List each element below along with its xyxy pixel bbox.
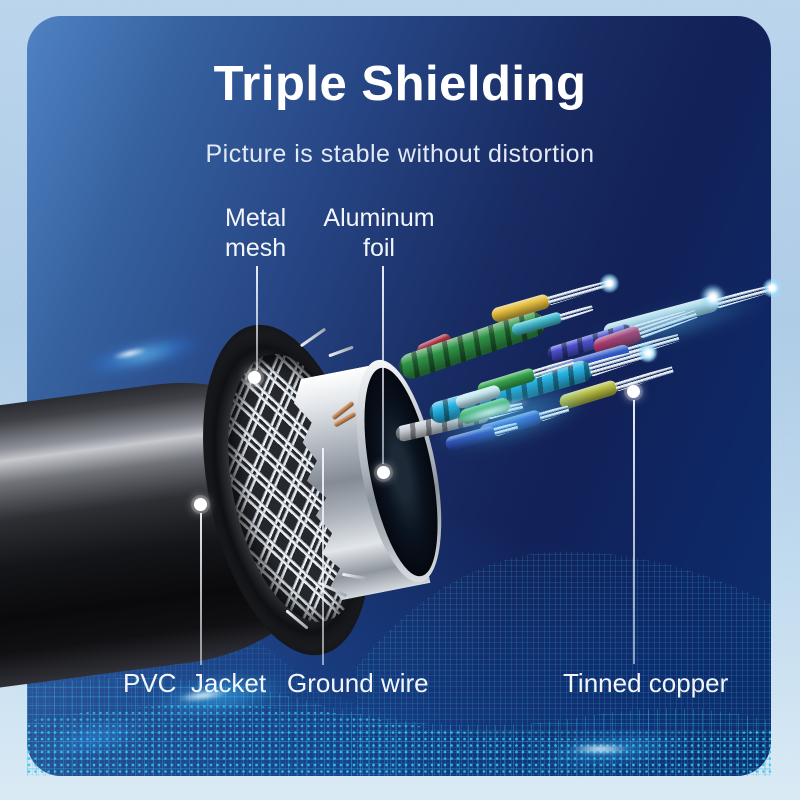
page-title: Triple Shielding xyxy=(213,57,587,111)
callout-label-aluminum-foil: Aluminum foil xyxy=(323,204,435,262)
callout-label-tinned-copper: Tinned copper xyxy=(563,668,729,698)
callout-dot-tinned-copper xyxy=(627,385,640,398)
callout-line-aluminum-foil xyxy=(382,266,384,464)
callout-line-ground-wire xyxy=(322,448,324,665)
callout-dot-pvc-jacket xyxy=(194,498,207,511)
callout-dot-metal-mesh xyxy=(248,371,261,384)
callout-line-pvc-jacket xyxy=(200,513,202,665)
callout-line-metal-mesh xyxy=(256,266,258,370)
callout-dot-aluminum-foil xyxy=(377,466,390,479)
callout-label-metal-mesh: Metal mesh xyxy=(225,204,287,262)
callout-label-pvc-jacket: PVC Jacket xyxy=(123,668,267,698)
callout-label-ground-wire: Ground wire xyxy=(287,668,429,698)
page-subtitle: Picture is stable without distortion xyxy=(205,140,595,168)
callout-line-tinned-copper xyxy=(633,400,635,664)
